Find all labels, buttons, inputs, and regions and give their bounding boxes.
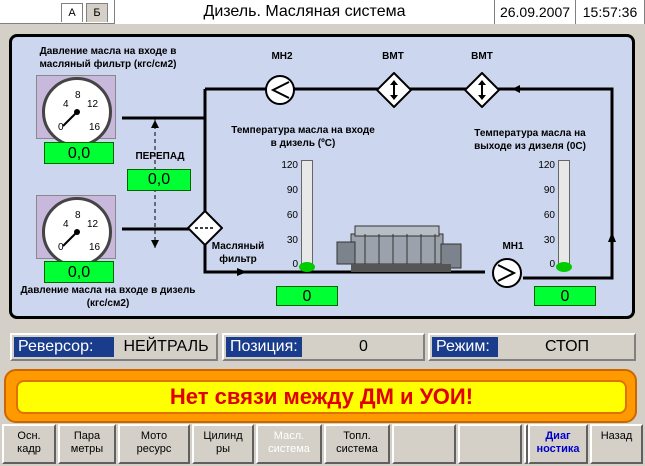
btn-line: система	[268, 443, 310, 455]
btn-line: система	[336, 443, 378, 455]
svg-text:0: 0	[58, 122, 64, 133]
reversor-box: Реверсор: НЕЙТРАЛЬ	[10, 333, 218, 361]
heater1-label: ВМТ	[382, 51, 404, 62]
btn-line: метры	[70, 443, 104, 455]
mode-box: Режим: СТОП	[428, 333, 636, 361]
pump1-label: МН1	[502, 241, 524, 252]
mode-value: СТОП	[544, 338, 590, 355]
svg-text:8: 8	[75, 90, 81, 101]
temp-out-thermometer	[558, 160, 570, 270]
pump-icon[interactable]	[491, 257, 523, 289]
tab-a[interactable]: А	[61, 3, 83, 22]
btn-line: Диаг	[545, 430, 571, 442]
button-empty-3	[524, 424, 528, 464]
page-title: Дизель. Масляная система	[114, 0, 495, 24]
btn-line: Мото	[140, 430, 168, 442]
reversor-value: НЕЙТРАЛЬ	[123, 338, 209, 355]
temp-out-tick: 90	[543, 185, 555, 196]
btn-line: ры	[215, 443, 231, 455]
gauge-dial: 4 8 12 16 0	[42, 77, 112, 147]
button-fuel-system[interactable]: Топл.система	[324, 424, 390, 464]
temp-in-tick: 60	[286, 210, 298, 221]
temp-out-tick: 30	[543, 235, 555, 246]
btn-line: ностика	[536, 443, 580, 455]
button-oil-system[interactable]: Масл.система	[256, 424, 322, 464]
button-back[interactable]: Назад	[590, 424, 643, 464]
pump2-label: МН2	[271, 51, 293, 62]
button-main-frame[interactable]: Осн.кадр	[2, 424, 56, 464]
gauge-filter-label: Давление масла на входе в масляный фильт…	[39, 46, 177, 70]
svg-text:12: 12	[87, 219, 99, 230]
mode-label: Режим:	[432, 337, 498, 357]
btn-line: Осн.	[17, 430, 41, 442]
temp-in-thermometer	[301, 160, 313, 270]
svg-text:8: 8	[75, 210, 81, 221]
position-box: Позиция: 0	[222, 333, 425, 361]
pressure-gauge-filter: 4 8 12 16 0	[36, 75, 116, 147]
svg-text:0: 0	[58, 242, 64, 253]
button-empty-1[interactable]	[392, 424, 456, 464]
position-value: 0	[359, 338, 368, 355]
alarm-message: Нет связи между ДМ и УОИ!	[16, 380, 627, 414]
gauge-filter-value: 0,0	[44, 142, 114, 164]
btn-line: кадр	[17, 443, 41, 455]
temp-in-value: 0	[276, 286, 338, 306]
oil-filter-icon[interactable]	[187, 210, 223, 246]
temp-in-tick: 0	[292, 259, 298, 270]
heater2-label: ВМТ	[471, 51, 493, 62]
heat-exchanger-icon[interactable]	[464, 72, 500, 108]
svg-text:12: 12	[87, 99, 99, 110]
svg-text:16: 16	[89, 122, 101, 133]
btn-line: Пара	[73, 430, 101, 442]
gauge-dial: 4 8 12 16 0	[42, 197, 112, 267]
position-label: Позиция:	[226, 337, 302, 357]
temp-out-bulb	[556, 262, 572, 272]
temp-in-bulb	[299, 262, 315, 272]
svg-text:16: 16	[89, 242, 101, 253]
btn-line: Цилинд	[203, 430, 243, 442]
button-empty-2[interactable]	[458, 424, 522, 464]
gauge-needle-icon: 4 8 12 16 0	[58, 90, 101, 133]
reversor-label: Реверсор:	[14, 337, 114, 357]
date: 26.09.2007	[495, 0, 576, 24]
temp-in-tick: 30	[286, 235, 298, 246]
gauge-needle-icon: 4 8 12 16 0	[58, 210, 101, 253]
temp-out-tick: 120	[538, 160, 555, 171]
tab-b[interactable]: Б	[86, 3, 108, 22]
btn-line: Масл.	[273, 430, 305, 442]
temp-in-label: Температура масла на входе в дизель (ºC)	[231, 125, 375, 149]
filter-label: Масляный фильтр	[211, 241, 265, 265]
temp-out-tick: 0	[549, 259, 555, 270]
temp-in-tick: 120	[281, 160, 298, 171]
pressure-gauge-diesel: 4 8 12 16 0	[36, 195, 116, 267]
alarm-banner: Нет связи между ДМ и УОИ!	[4, 369, 637, 423]
heat-exchanger-icon[interactable]	[376, 72, 412, 108]
temp-out-label: Температура масла на выходе из дизеля (0…	[474, 128, 586, 152]
gauge-diesel-value: 0,0	[44, 261, 114, 283]
temp-out-tick: 60	[543, 210, 555, 221]
diesel-engine-icon	[336, 225, 462, 272]
pump-icon[interactable]	[264, 74, 296, 106]
temp-out-value: 0	[534, 286, 596, 306]
btn-line: Назад	[600, 430, 633, 442]
svg-text:4: 4	[63, 219, 69, 230]
btn-line: ресурс	[136, 443, 172, 455]
temp-in-tick: 90	[286, 185, 298, 196]
svg-text:4: 4	[63, 99, 69, 110]
gauge-diesel-label: Давление масла на входе в дизель (кгс/см…	[20, 285, 196, 309]
drop-value: 0,0	[127, 169, 191, 191]
status-bar: Реверсор: НЕЙТРАЛЬ Позиция: 0 Режим: СТО…	[10, 333, 636, 365]
drop-label: ПЕРЕПАД	[135, 151, 185, 162]
btn-line: Топл.	[343, 430, 371, 442]
